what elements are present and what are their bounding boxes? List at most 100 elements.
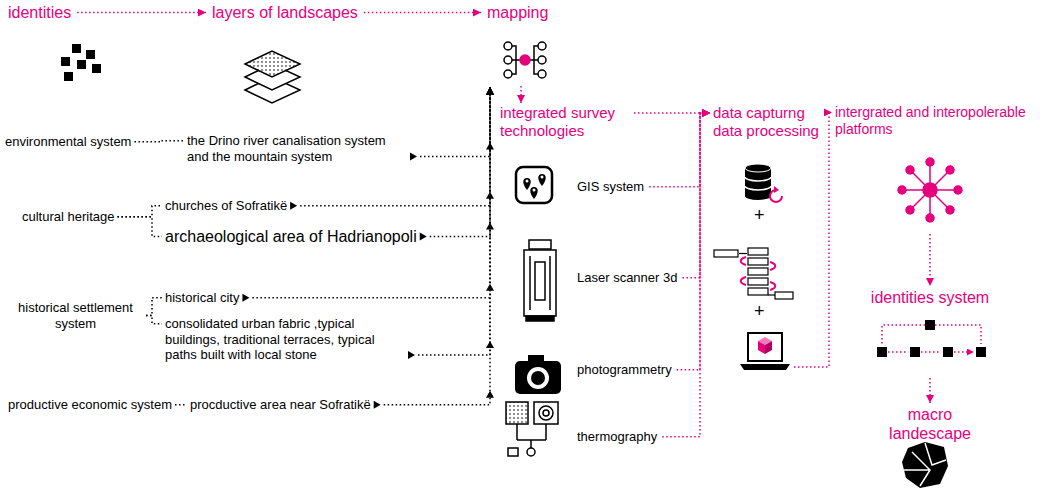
identity-squares (72, 44, 81, 53)
processing-steps-icon (748, 248, 768, 255)
start-triangle (290, 202, 297, 210)
network-icon (906, 166, 914, 174)
header: macro landescape (870, 405, 990, 493)
identities-system-diagram (976, 347, 986, 357)
dotted-connector (829, 112, 832, 114)
header: integrated survey technologies (500, 104, 630, 140)
dotted-connector (929, 378, 931, 403)
node-text: historical city (165, 290, 239, 306)
dotted-connector (146, 298, 162, 316)
processing-steps-icon (748, 288, 768, 295)
start-triangle (420, 233, 427, 241)
network-icon (923, 183, 937, 197)
dotted-connector (146, 316, 162, 324)
mapping-icon (538, 56, 546, 64)
identity-squares (61, 57, 70, 66)
processing-steps-icon (748, 268, 768, 275)
dotted-connector (649, 113, 710, 187)
dotted-connector (677, 113, 710, 370)
technology-label: photogrammetry (577, 362, 672, 378)
node-text: the Drino river canalisation system and … (187, 133, 407, 164)
landscape-layer: churches of Sofratikë (165, 198, 287, 214)
dotted-connector (418, 87, 490, 355)
identities-system-diagram (925, 320, 935, 330)
node-text: identities system (870, 288, 990, 307)
node-text: thermography (577, 429, 657, 445)
identities-system-diagram (910, 347, 920, 357)
join-arrowhead (486, 192, 494, 199)
identity-squares (92, 64, 101, 73)
plus-sign: + (754, 205, 765, 227)
header: identities system (870, 288, 990, 376)
identities-system-diagram (877, 320, 986, 357)
processing-steps-icon (741, 257, 776, 290)
technology-label: Laser scanner 3d (577, 270, 677, 286)
node-text: identities (8, 3, 71, 22)
dotted-connector (118, 206, 163, 217)
identities-system-diagram (943, 347, 953, 357)
join-arrowhead (486, 142, 494, 149)
network-icon (898, 158, 962, 222)
network-icon (902, 162, 958, 218)
start-triangle (408, 351, 415, 359)
node-text: Laser scanner 3d (577, 270, 677, 286)
thermography-icon (508, 448, 518, 456)
identity-squares (64, 72, 73, 81)
identities-system-diagram (877, 347, 887, 357)
node-text: productive economic system (8, 397, 172, 413)
laptop-icon (740, 364, 790, 370)
mapping-icon (512, 46, 538, 74)
dotted-connector (634, 112, 710, 114)
node-text: churches of Sofratikë (165, 198, 287, 214)
header: intergrated and interopolerable platform… (835, 104, 1040, 232)
mapping-icon (504, 70, 512, 78)
mapping-icon (538, 42, 546, 50)
gis-icon (516, 167, 552, 203)
thermography-icon (506, 402, 528, 424)
dotted-connector (118, 217, 163, 237)
dotted-connector (420, 87, 490, 156)
landscape-layer: archaeological area of Hadrianopoli (165, 227, 417, 246)
start-triangle (242, 294, 249, 302)
identity-label: productive economic system (8, 397, 172, 413)
thermography-icon (534, 402, 558, 424)
layers-icon (245, 51, 300, 77)
laser-scanner-icon (530, 256, 550, 310)
mapping-icon (504, 42, 546, 78)
processing-steps-icon (739, 253, 747, 254)
macro-landscape-icon (902, 442, 948, 488)
node-text: integrated survey technologies (500, 104, 630, 140)
landscape-layer: historical city (165, 290, 239, 306)
identity-squares (86, 50, 95, 59)
technology-label: thermography (577, 429, 657, 445)
node-text: procductive area near Sofratikë (190, 397, 371, 413)
mapping-icon (504, 56, 512, 64)
mapping-icon (538, 70, 546, 78)
laptop-icon (758, 341, 765, 354)
node-text: photogrammetry (577, 362, 672, 378)
laser-scanner-icon (524, 250, 556, 316)
identity-squares (77, 60, 86, 69)
identity-label: cultural heritage (22, 209, 115, 225)
network-icon (926, 214, 934, 222)
landscape-layer: procductive area near Sofratikë (190, 397, 371, 413)
start-triangle (410, 152, 417, 160)
gis-icon (527, 177, 542, 190)
gis-icon (516, 167, 552, 203)
landscape-layer: consolidated urban fabric ,typical build… (165, 316, 405, 363)
node-text: GIS system (577, 179, 644, 195)
network-icon (946, 166, 954, 174)
gis-icon (523, 174, 546, 199)
database-icon (745, 164, 782, 202)
header: layers of landscapes (212, 3, 358, 22)
network-icon (954, 186, 962, 194)
camera-icon (531, 371, 545, 385)
camera-icon (527, 367, 549, 389)
laser-scanner-icon (524, 240, 556, 321)
camera-icon (515, 361, 561, 394)
network-icon (946, 206, 954, 214)
dotted-connector (430, 87, 490, 237)
thermography-icon (539, 406, 553, 420)
